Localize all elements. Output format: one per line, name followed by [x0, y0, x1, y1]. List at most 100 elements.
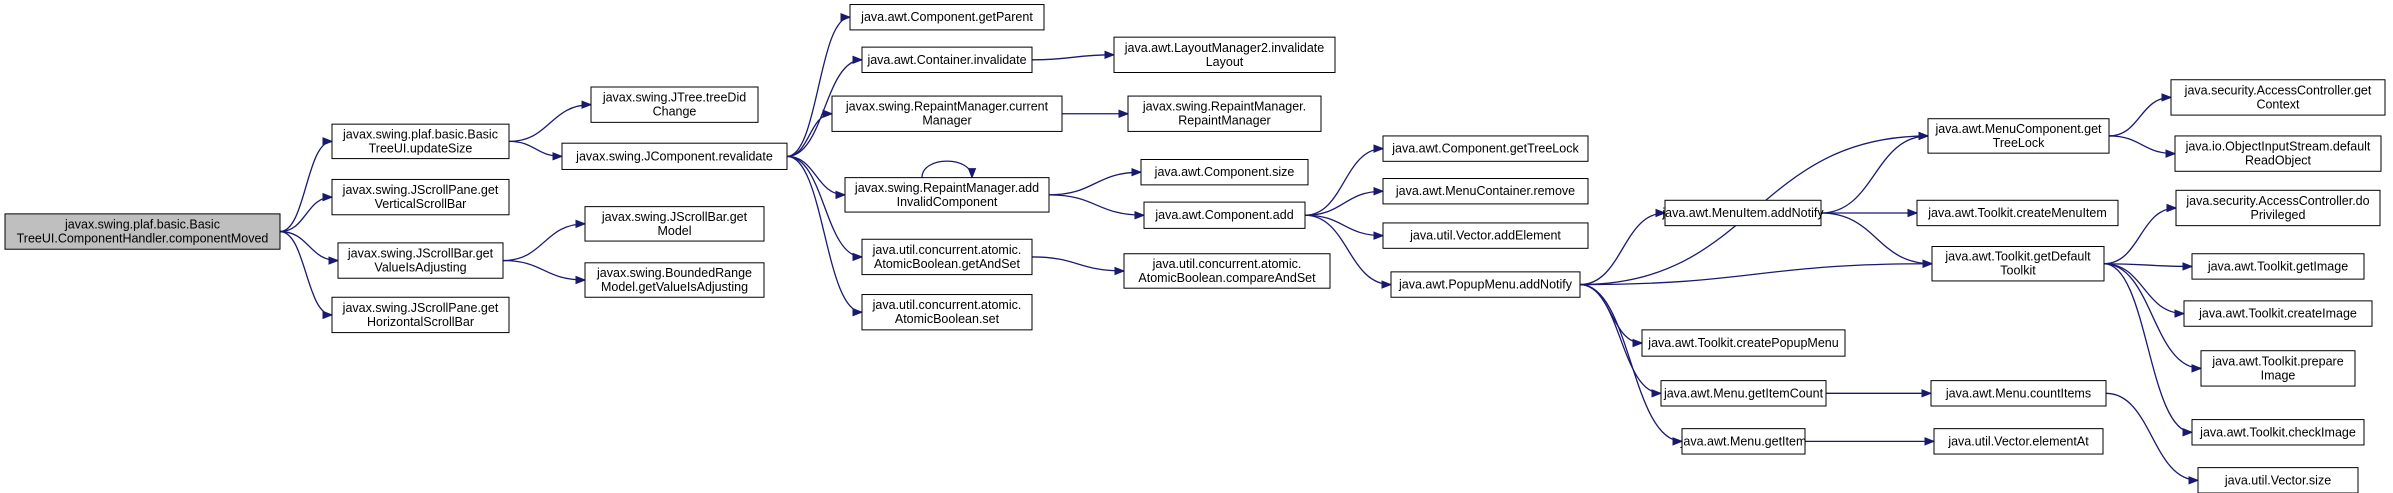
node-label-line: Image — [2261, 368, 2296, 382]
edge-tkGetDefault-to-tkGetImage — [2103, 263, 2193, 268]
node-tkGetImage[interactable]: java.awt.Toolkit.getImage — [2191, 253, 2365, 280]
node-box — [1660, 380, 1827, 407]
node-acGetContext[interactable]: java.security.AccessController.getContex… — [2170, 79, 2386, 116]
node-box — [4, 213, 281, 250]
node-getHSB[interactable]: javax.swing.JScrollPane.getHorizontalScr… — [331, 296, 510, 334]
node-label-line: javax.swing.JScrollBar.get — [601, 210, 748, 224]
node-label-line: javax.swing.plaf.basic.Basic — [64, 218, 220, 232]
node-oisDefaultRead[interactable]: java.io.ObjectInputStream.defaultReadObj… — [2174, 135, 2382, 172]
node-abCompareAndSet[interactable]: java.util.concurrent.atomic.AtomicBoolea… — [1123, 253, 1331, 289]
node-label-line: java.io.ObjectInputStream.default — [2185, 140, 2371, 154]
node-label-line: TreeUI.updateSize — [369, 141, 473, 155]
edge-arrowhead — [967, 168, 977, 180]
node-label-line: javax.swing.JScrollPane.get — [342, 183, 499, 197]
node-box — [1641, 329, 1846, 357]
node-box — [1140, 159, 1309, 186]
node-contInvalidate[interactable]: java.awt.Container.invalidate — [861, 46, 1033, 73]
node-rmAddInvalid[interactable]: javax.swing.RepaintManager.addInvalidCom… — [844, 177, 1050, 213]
edge-tkGetDefault-to-tkCheckImage — [2103, 263, 2193, 433]
node-getVSB[interactable]: javax.swing.JScrollPane.getVerticalScrol… — [331, 178, 510, 216]
edge-tkGetDefault-to-acDoPrivileged — [2103, 207, 2177, 265]
node-getParent[interactable]: java.awt.Component.getParent — [849, 4, 1045, 31]
edge-arrowhead — [328, 256, 340, 265]
node-menuCountItems[interactable]: java.awt.Menu.countItems — [1930, 380, 2107, 407]
node-vecElementAt[interactable]: java.util.Vector.elementAt — [1933, 428, 2104, 455]
node-label-line: java.security.AccessController.get — [2184, 83, 2372, 97]
edge-arrowhead — [835, 190, 847, 200]
node-abSet[interactable]: java.util.concurrent.atomic.AtomicBoolea… — [861, 294, 1033, 331]
edge-arrowhead — [575, 275, 587, 285]
edge-mcGetTreeLock-to-oisDefaultRead — [2108, 135, 2176, 155]
node-abGetAndSet[interactable]: java.util.concurrent.atomic.AtomicBoolea… — [861, 238, 1033, 276]
node-acDoPrivileged[interactable]: java.security.AccessController.doPrivile… — [2175, 189, 2381, 227]
node-box — [1390, 271, 1581, 298]
node-label-line: Change — [653, 105, 697, 119]
node-label-line: java.awt.Container.invalidate — [866, 53, 1026, 67]
edge-contInvalidate-to-lm2Invalidate — [1031, 54, 1115, 61]
node-label-line: javax.swing.JScrollBar.get — [347, 247, 494, 261]
node-label-line: java.awt.Toolkit.createMenuItem — [1927, 206, 2107, 220]
node-menuGetItem[interactable]: java.awt.Menu.getItem — [1680, 428, 1807, 455]
node-sbGetValueIsAdj[interactable]: javax.swing.JScrollBar.getValueIsAdjusti… — [337, 242, 504, 279]
node-label-line: Privileged — [2251, 208, 2306, 222]
node-updateSize[interactable]: javax.swing.plaf.basic.BasicTreeUI.updat… — [331, 123, 510, 160]
node-revalidate[interactable]: javax.swing.JComponent.revalidate — [561, 142, 788, 170]
node-box — [331, 296, 510, 334]
node-box — [2170, 79, 2386, 116]
edge-arrowhead — [2188, 476, 2200, 485]
node-mcGetTreeLock[interactable]: java.awt.MenuComponent.getTreeLock — [1927, 118, 2110, 154]
node-compAdd[interactable]: java.awt.Component.add — [1143, 201, 1306, 229]
node-getTreeLock[interactable]: java.awt.Component.getTreeLock — [1382, 135, 1589, 162]
node-vecAddElement[interactable]: java.util.Vector.addElement — [1382, 222, 1589, 249]
edge-sbGetValueIsAdj-to-brmGetValueIsAdj — [502, 259, 586, 281]
nodes-layer: javax.swing.plaf.basic.BasicTreeUI.Compo… — [4, 4, 2386, 493]
node-box — [1931, 246, 2105, 282]
node-miAddNotify[interactable]: java.awt.MenuItem.addNotify — [1661, 199, 1824, 227]
node-pmAddNotify[interactable]: java.awt.PopupMenu.addNotify — [1390, 271, 1581, 298]
node-box — [849, 4, 1045, 31]
node-box — [1382, 178, 1589, 205]
edge-arrowhead — [1373, 144, 1385, 153]
node-box — [561, 142, 788, 170]
node-box — [844, 177, 1050, 213]
node-label-line: java.util.concurrent.atomic. — [872, 243, 1022, 257]
node-label-line: java.awt.Menu.getItem — [1680, 434, 1807, 448]
node-root[interactable]: javax.swing.plaf.basic.BasicTreeUI.Compo… — [4, 213, 281, 250]
node-box — [331, 178, 510, 216]
edge-arrowhead — [1118, 109, 1130, 118]
node-tkCreateImage[interactable]: java.awt.Toolkit.createImage — [2183, 300, 2373, 327]
node-label-line: VerticalScrollBar — [375, 197, 467, 211]
node-label-line: java.awt.LayoutManager2.invalidate — [1124, 41, 1324, 55]
node-menuGetItemCount[interactable]: java.awt.Menu.getItemCount — [1660, 380, 1827, 407]
node-vecSize[interactable]: java.util.Vector.size — [2197, 467, 2359, 493]
node-tkCreatePopupMenu[interactable]: java.awt.Toolkit.createPopupMenu — [1641, 329, 1846, 357]
node-mcRemove[interactable]: java.awt.MenuContainer.remove — [1382, 178, 1589, 205]
node-compSize[interactable]: java.awt.Component.size — [1140, 159, 1309, 186]
node-brmGetValueIsAdj[interactable]: javax.swing.BoundedRangeModel.getValueIs… — [584, 262, 765, 298]
node-label-line: java.util.concurrent.atomic. — [1152, 257, 1302, 271]
edge-tkGetDefault-to-tkPrepareImage — [2103, 263, 2202, 370]
edge-arrowhead — [822, 109, 834, 118]
node-tkCheckImage[interactable]: java.awt.Toolkit.checkImage — [2191, 419, 2365, 446]
node-box — [2175, 189, 2381, 227]
edge-abGetAndSet-to-abCompareAndSet — [1031, 256, 1125, 272]
node-box — [2183, 300, 2373, 327]
node-label-line: Layout — [1206, 55, 1244, 69]
node-label-line: javax.swing.JComponent.revalidate — [575, 149, 773, 163]
node-box — [1123, 253, 1331, 289]
edge-menuCountItems-to-vecSize — [2105, 392, 2199, 481]
node-label-line: java.awt.Toolkit.getDefault — [1944, 250, 2091, 264]
node-label-line: AtomicBoolean.getAndSet — [874, 257, 1020, 271]
edge-arrowhead — [2165, 149, 2177, 158]
node-box — [2197, 467, 2359, 493]
node-rmRepaintManager[interactable]: javax.swing.RepaintManager.RepaintManage… — [1127, 95, 1322, 132]
node-rmCurrent[interactable]: javax.swing.RepaintManager.currentManage… — [831, 95, 1063, 132]
node-tkCreateMenuItem[interactable]: java.awt.Toolkit.createMenuItem — [1916, 199, 2119, 227]
edge-arrowhead — [322, 310, 334, 320]
node-label-line: Toolkit — [2000, 264, 2036, 278]
